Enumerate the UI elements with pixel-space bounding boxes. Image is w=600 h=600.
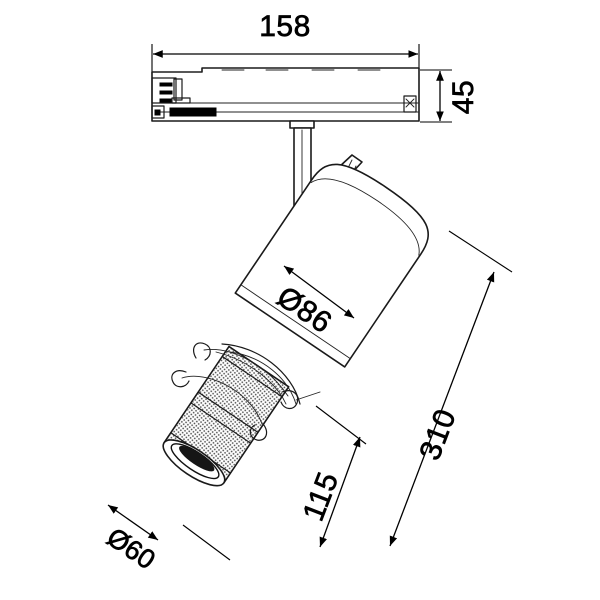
clip-wire-mid (215, 351, 287, 405)
clip-left (171, 370, 190, 388)
dimension-line (319, 436, 361, 548)
adapter-lock-housing (151, 105, 165, 119)
clip-lower-right (249, 423, 268, 441)
track-contact-pin-3 (159, 98, 173, 103)
stem-collar (289, 120, 315, 129)
dimension-line (107, 504, 159, 541)
barrel-outline (234, 163, 429, 368)
adapter-label-strip (169, 107, 217, 117)
dimension-track-length: 158 (151, 10, 420, 74)
track-adapter-assembly (151, 67, 420, 122)
clip-tail-right (295, 391, 321, 401)
main-cylinder-barrel (234, 163, 429, 368)
accessory-retaining-clips (171, 342, 321, 441)
adapter-right-lock (403, 95, 417, 113)
clip-wire-bottom (181, 375, 263, 425)
clip-upper-left (193, 342, 211, 361)
adapter-right-lock-mark (405, 98, 415, 108)
lens-aperture (179, 445, 215, 472)
track-contact-pin-2 (159, 90, 173, 95)
dimension-label-158: 158 (259, 10, 311, 43)
dimension-track-height: 45 (420, 69, 480, 123)
dimension-label-45: 45 (447, 80, 480, 114)
extension-line-rear (448, 230, 513, 273)
adapter-lock-screw (154, 109, 161, 116)
track-contact-pin-1 (159, 82, 173, 87)
dimension-line (283, 265, 355, 319)
dimension-line (389, 271, 495, 547)
clip-wire-top (203, 349, 289, 397)
contact-base (171, 97, 191, 104)
barrel-rear-cap-seam (310, 178, 420, 256)
extension-line-front (182, 524, 231, 561)
barrel-ring-seam-1 (240, 284, 351, 360)
clamp-collar-outer (221, 343, 301, 405)
clamp-collar-inner (229, 351, 297, 405)
contact-slider (173, 78, 183, 101)
adapter-top-step (151, 67, 203, 73)
knurl-band-mid (190, 391, 259, 444)
